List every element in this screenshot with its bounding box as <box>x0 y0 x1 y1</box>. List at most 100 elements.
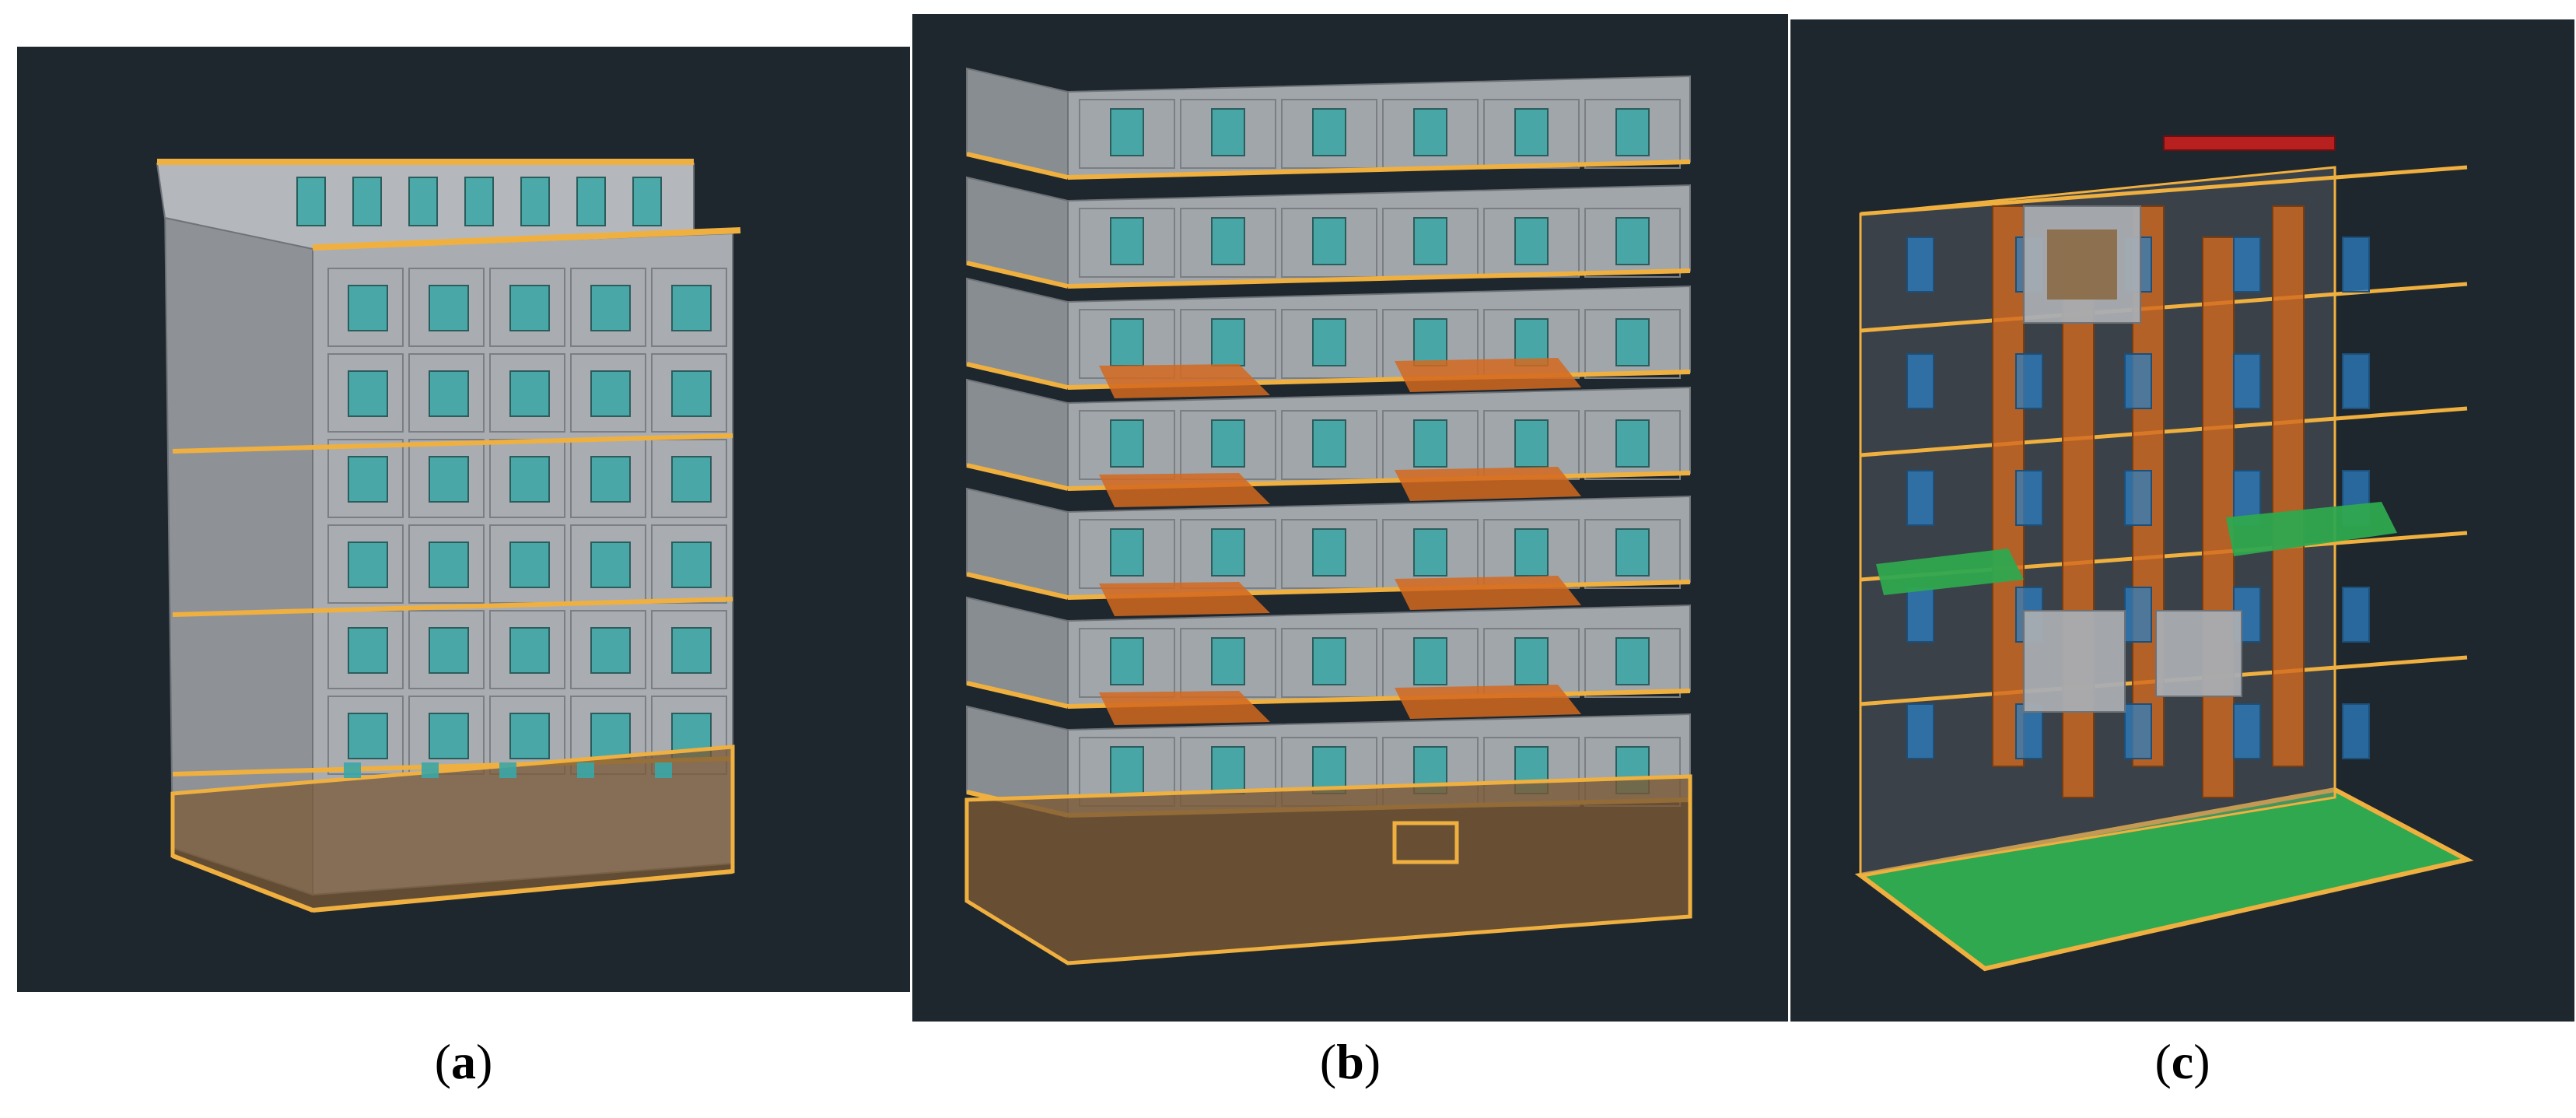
window-pane <box>429 456 469 503</box>
interior-slab <box>1099 691 1270 725</box>
ground-base <box>964 774 1692 966</box>
module-outline <box>1584 309 1681 379</box>
module-outline <box>408 524 485 604</box>
module-outline <box>408 439 485 518</box>
window-pane <box>1615 217 1650 265</box>
window-pane <box>1110 746 1144 794</box>
window-pane <box>429 713 469 759</box>
module-outline <box>489 268 565 347</box>
window-pane <box>590 713 631 759</box>
window-pane <box>429 541 469 588</box>
base-edge <box>171 853 314 913</box>
window-pane <box>1110 419 1144 468</box>
blue-pane <box>2233 353 2261 409</box>
module-outline <box>651 439 727 518</box>
window-pane <box>590 285 631 331</box>
level-side-face <box>966 176 1069 288</box>
window-pane <box>1110 318 1144 366</box>
base-edge <box>312 869 733 913</box>
window-pane <box>1413 108 1447 156</box>
window-pane <box>1110 528 1144 577</box>
module-outline <box>1281 208 1377 278</box>
module-outline <box>1281 99 1377 169</box>
window-pane <box>632 177 662 226</box>
window-pane <box>590 370 631 417</box>
slab-edge <box>966 463 1069 491</box>
window-pane <box>348 627 388 674</box>
module-outline <box>1281 628 1377 698</box>
module-outline <box>1079 99 1175 169</box>
window-pane <box>671 541 712 588</box>
basement-window <box>577 762 594 778</box>
window-pane <box>1211 217 1245 265</box>
window-pane <box>429 285 469 331</box>
xray-building-icon <box>1854 135 2474 972</box>
window-pane <box>1312 419 1346 468</box>
module-outline <box>408 353 485 433</box>
module-outline <box>570 610 646 689</box>
building-exterior-icon <box>156 159 741 913</box>
window-pane <box>1413 528 1447 577</box>
module-outline <box>1281 519 1377 589</box>
module-outline <box>1584 628 1681 698</box>
orange-partition <box>2272 205 2305 767</box>
window-pane <box>509 370 550 417</box>
window-pane <box>1514 318 1549 366</box>
window-pane <box>1615 637 1650 685</box>
window-pane <box>1514 419 1549 468</box>
blue-pane <box>2233 703 2261 759</box>
interior-slab <box>1395 576 1581 610</box>
module-outline <box>570 268 646 347</box>
window-pane <box>590 456 631 503</box>
window-pane <box>1514 637 1549 685</box>
module-outline <box>651 524 727 604</box>
slab-edge <box>966 261 1069 289</box>
caption-c: (c) <box>2154 1034 2210 1089</box>
window-pane <box>671 456 712 503</box>
window-pane <box>1413 637 1447 685</box>
floor-slab-edge <box>172 597 733 617</box>
module-outline <box>1079 208 1175 278</box>
window-pane <box>671 285 712 331</box>
module-outline <box>651 268 727 347</box>
interior-slab <box>1395 467 1581 501</box>
module-outline <box>1281 410 1377 480</box>
module-outline <box>408 268 485 347</box>
caption-a: (a) <box>434 1034 493 1089</box>
basement-window <box>344 762 361 778</box>
level-side-face <box>966 487 1069 599</box>
floor-slab-edge <box>312 227 741 251</box>
blue-pane <box>1906 703 1934 759</box>
blue-pane <box>2124 353 2152 409</box>
interior-slab <box>1395 358 1581 392</box>
panel-a-building-exterior <box>17 47 910 992</box>
interior-slab <box>1099 473 1270 507</box>
window-pane <box>1413 318 1447 366</box>
slab-edge <box>1067 159 1691 180</box>
window-pane <box>1110 637 1144 685</box>
module-outline <box>327 439 404 518</box>
window-pane <box>509 541 550 588</box>
blue-pane <box>2015 470 2043 526</box>
slab-edge <box>966 681 1069 709</box>
window-pane <box>1312 217 1346 265</box>
window-pane <box>576 177 606 226</box>
window-pane <box>509 285 550 331</box>
blue-pane <box>2342 703 2370 759</box>
interior-slab <box>1395 685 1581 719</box>
level-side-face <box>966 67 1069 179</box>
blue-pane <box>2342 587 2370 643</box>
module-outline <box>1281 309 1377 379</box>
module-outline <box>1584 99 1681 169</box>
slab-edge <box>1860 165 2468 216</box>
window-pane <box>1211 528 1245 577</box>
window-pane <box>590 541 631 588</box>
blue-pane <box>2124 587 2152 643</box>
window-pane <box>1615 108 1650 156</box>
ground-floor-plate <box>1854 787 2474 972</box>
window-pane <box>520 177 550 226</box>
window-pane <box>464 177 494 226</box>
module-outline <box>1584 208 1681 278</box>
basement-window <box>655 762 672 778</box>
module-outline <box>651 353 727 433</box>
